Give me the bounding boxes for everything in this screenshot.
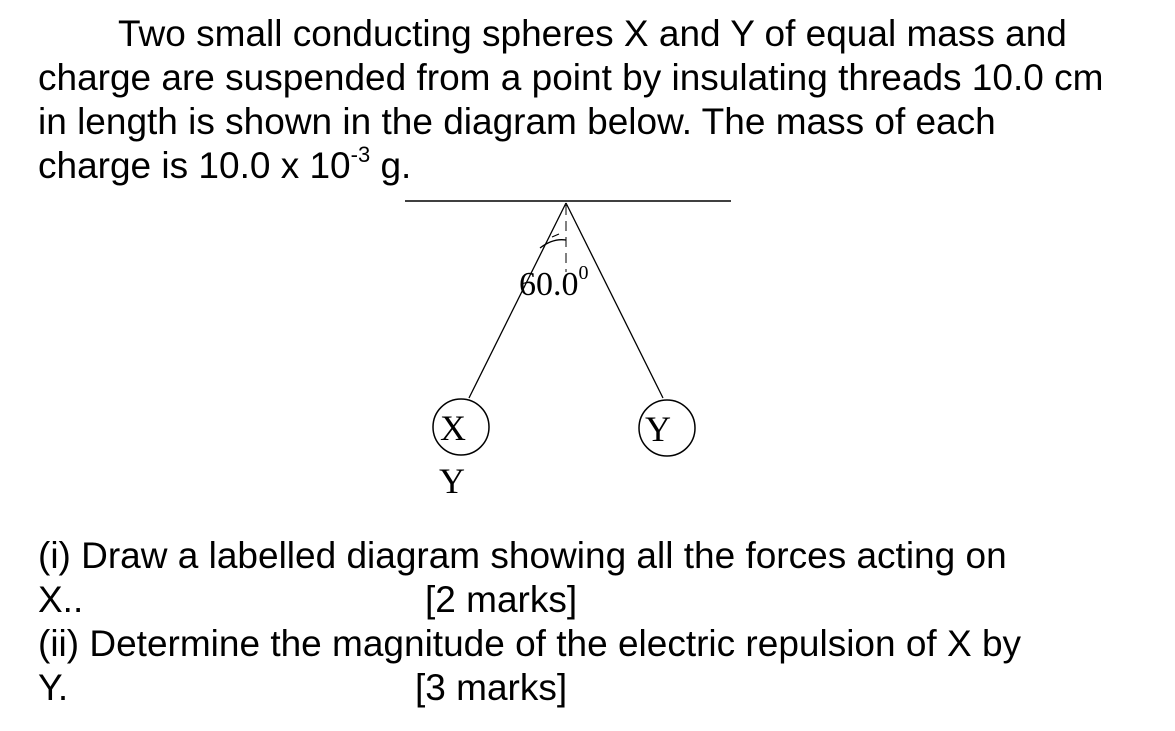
question-1-line-2: X.. [2 marks] bbox=[38, 578, 1168, 622]
question-2-line-1: (ii) Determine the magnitude of the elec… bbox=[38, 623, 1022, 664]
mass-unit: g. bbox=[370, 145, 412, 186]
angle-arc-tick bbox=[551, 233, 560, 238]
intro-line-3: in length is shown in the diagram below.… bbox=[38, 101, 996, 142]
questions: (i) Draw a labelled diagram showing all … bbox=[38, 534, 1168, 710]
thread-right bbox=[565, 202, 664, 399]
sphere-x bbox=[432, 398, 490, 456]
question-2-line-2: Y. [3 marks] bbox=[38, 666, 1168, 710]
sphere-y bbox=[638, 399, 696, 457]
question-1-continuation: X.. bbox=[38, 579, 84, 620]
intro-line-4: charge is 10.0 x 10-3 g. bbox=[38, 144, 1168, 188]
mass-exponent: -3 bbox=[350, 142, 371, 167]
question-1-line-1: (i) Draw a labelled diagram showing all … bbox=[38, 535, 1007, 576]
intro-line-1: Two small conducting spheres X and Y of … bbox=[118, 13, 1067, 54]
angle-label: 60.00 bbox=[519, 262, 589, 303]
sphere-y-label: Y bbox=[645, 409, 671, 449]
intro-line-2: charge are suspended from a point by ins… bbox=[38, 57, 1104, 98]
question-1-marks: [2 marks] bbox=[425, 579, 578, 620]
question-2-continuation: Y. bbox=[38, 667, 69, 708]
angle-arc bbox=[539, 239, 567, 249]
stray-label-y: Y bbox=[439, 461, 465, 501]
mass-value: charge is 10.0 x 10 bbox=[38, 145, 351, 186]
thread-left bbox=[468, 202, 567, 399]
sphere-x-label: X bbox=[440, 408, 466, 448]
problem-statement: Two small conducting spheres X and Y of … bbox=[38, 12, 1168, 188]
question-2-marks: [3 marks] bbox=[415, 667, 568, 708]
